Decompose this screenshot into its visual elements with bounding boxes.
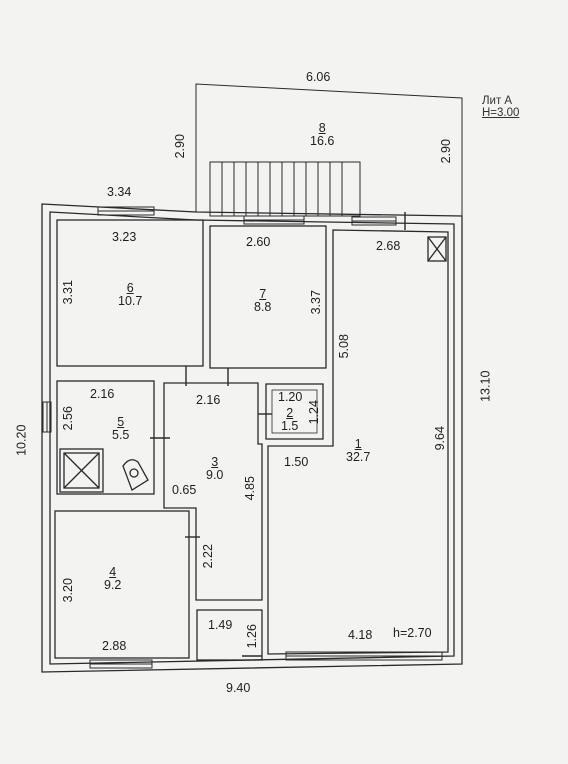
stairs <box>209 161 361 217</box>
dim-right-upper: 2.90 <box>438 139 453 164</box>
room-5-number: 5 <box>117 415 125 429</box>
small-room-outline <box>196 609 263 661</box>
room-3-area: 9.0 <box>206 468 224 483</box>
dim-r1-bottom: 4.18 <box>348 628 373 642</box>
room-8-area: 16.6 <box>310 134 335 149</box>
dim-right: 13.10 <box>478 370 493 402</box>
room-5-label: 5 5.5 <box>112 415 130 443</box>
room-2-area: 1.5 <box>281 419 299 434</box>
room-2-inner <box>271 389 318 434</box>
dim-top: 6.06 <box>306 70 331 84</box>
lit-text: Лит А <box>482 95 513 107</box>
dim-r7-width: 2.60 <box>246 235 271 249</box>
terrace-outline <box>195 83 463 216</box>
room-3-label: 3 9.0 <box>206 455 224 483</box>
vent-symbol <box>427 236 447 262</box>
dim-r5-width: 2.16 <box>90 387 115 401</box>
room-6-area: 10.7 <box>118 294 143 309</box>
outer-wall-inner <box>49 211 455 665</box>
ceiling-height: h=2.70 <box>393 626 432 640</box>
dim-r1-top: 2.68 <box>376 239 401 253</box>
room-2-number: 2 <box>286 406 294 420</box>
dim-r3-width: 2.16 <box>196 393 221 407</box>
room-1-area: 32.7 <box>346 450 371 465</box>
dim-r4-width: 2.88 <box>102 639 127 653</box>
room-7-area: 8.8 <box>254 300 272 315</box>
dim-r3-c: 2.22 <box>200 544 215 569</box>
shower-symbol <box>59 448 104 493</box>
dim-bottom: 9.40 <box>226 681 251 695</box>
room-3-number: 3 <box>211 455 219 469</box>
room-7-label: 7 8.8 <box>254 287 272 315</box>
room-6-number: 6 <box>126 281 134 295</box>
dim-r5-height: 2.56 <box>60 406 75 431</box>
dim-r4-height: 3.20 <box>60 578 75 603</box>
room-4-label: 4 9.2 <box>104 565 122 593</box>
room-6-label: 6 10.7 <box>118 281 143 309</box>
height-text: H=3.00 <box>482 107 520 120</box>
room-4-area: 9.2 <box>104 578 122 593</box>
room-7-outline <box>209 225 327 369</box>
dim-small-height: 1.26 <box>244 624 259 649</box>
dim-left: 10.20 <box>14 424 29 456</box>
dim-r3-b: 4.85 <box>242 476 257 501</box>
dim-r6-width: 3.23 <box>112 230 137 244</box>
room-6-outline <box>56 219 204 367</box>
room-5-area: 5.5 <box>112 428 130 443</box>
lit-label: Лит А H=3.00 <box>482 95 519 119</box>
door-marks <box>150 212 406 657</box>
room-1-number: 1 <box>354 437 362 451</box>
room-1-label: 1 32.7 <box>346 437 371 465</box>
toilet-symbol <box>122 459 149 491</box>
dim-small-width: 1.49 <box>208 618 233 632</box>
room-1-outline <box>267 229 449 655</box>
room-4-outline <box>54 510 190 659</box>
room-8-label: 8 16.6 <box>310 121 335 149</box>
dim-r2-height: 1.24 <box>306 400 321 425</box>
dim-r1-h: 1.50 <box>284 455 309 469</box>
dim-r3-a: 0.65 <box>172 483 197 497</box>
room-7-number: 7 <box>259 287 267 301</box>
dim-r1-v2: 9.64 <box>432 426 447 451</box>
room-8-number: 8 <box>318 121 326 135</box>
room-2-outline <box>265 383 324 440</box>
dim-top-left: 3.34 <box>107 185 132 199</box>
outer-wall <box>41 203 463 673</box>
windows <box>42 206 443 669</box>
room-4-number: 4 <box>109 565 117 579</box>
dim-left-upper: 2.90 <box>172 134 187 159</box>
dim-r2-width: 1.20 <box>278 390 303 404</box>
dim-r1-v1: 5.08 <box>336 334 351 359</box>
room-2-label: 2 1.5 <box>281 406 299 434</box>
dim-r7-height: 3.37 <box>308 290 323 315</box>
dim-r6-height: 3.31 <box>60 280 75 305</box>
